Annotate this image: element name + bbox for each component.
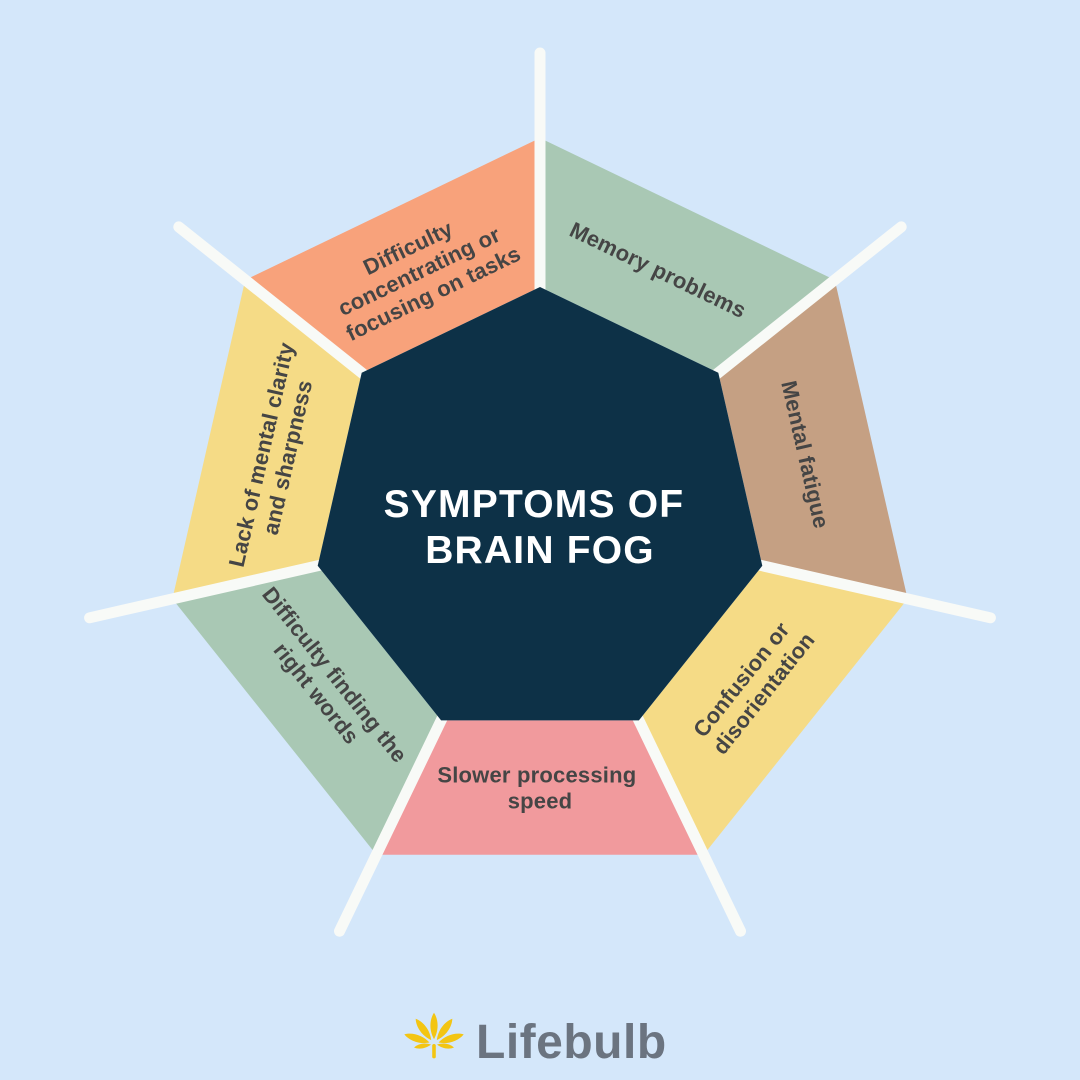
segment-difficulty-finding-words [172, 565, 442, 855]
segment-memory-problems [540, 138, 835, 373]
center-title-line-2: BRAIN FOG [425, 529, 655, 572]
separator-lines-layer [84, 47, 996, 937]
segment-mental-fatigue [718, 280, 908, 599]
center-polygon [317, 287, 763, 721]
segment-slower-processing [376, 720, 704, 855]
separator-line-upper-right [697, 221, 907, 391]
brand-name: Lifebulb [476, 1016, 667, 1069]
segments-layer [172, 138, 908, 855]
separator-line-upper-left [173, 221, 383, 391]
segment-confusion-disorientation [638, 565, 908, 855]
segment-difficulty-concentrating [245, 138, 540, 373]
label-slower-processing: Slower processing speed [437, 763, 642, 814]
lifebulb-icon [404, 1012, 464, 1059]
separator-line-right [737, 555, 996, 624]
center-title-line-1: SYMPTOMS OF [384, 483, 685, 526]
brand-logo: Lifebulb [404, 1012, 667, 1069]
segment-lack-mental-clarity [172, 280, 362, 599]
center-title: SYMPTOMS OF BRAIN FOG [384, 483, 697, 572]
separator-line-lower-right [624, 696, 746, 937]
separator-line-lower-left [334, 696, 456, 937]
separator-line-left [84, 555, 343, 624]
